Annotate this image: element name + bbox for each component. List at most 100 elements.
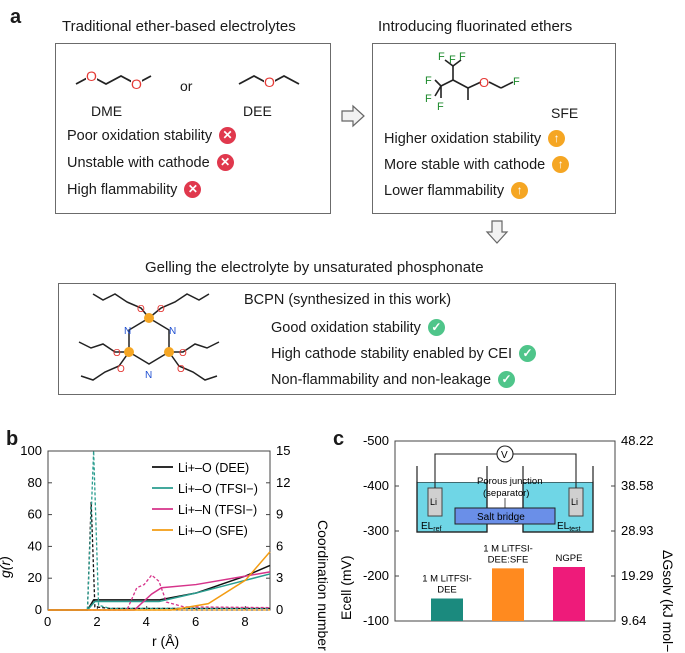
x-tick-label: 0	[44, 614, 51, 629]
svg-text:F: F	[449, 54, 456, 66]
dme-label: DME	[91, 103, 123, 119]
y-tick-label: -100	[363, 613, 389, 628]
right-heading: Introducing fluorinated ethers	[378, 18, 573, 35]
fluorinated-ethers-box: F F F F F F O F SFE Higher oxidation sta…	[372, 43, 616, 214]
y-tick-label: 80	[28, 475, 42, 490]
check-circle-icon: ✓	[498, 371, 516, 388]
y-tick-label: 100	[20, 443, 42, 458]
y-tick-label: 20	[28, 570, 42, 585]
y2-tick-label: 0	[276, 602, 283, 617]
up-arrow-circle-icon: ↑	[548, 130, 566, 147]
svg-text:N: N	[124, 326, 131, 337]
svg-text:O: O	[157, 304, 165, 315]
rdf-ylabel: g(r)	[0, 556, 13, 578]
up-arrow-circle-icon: ↑	[552, 156, 570, 173]
voltmeter-label: V	[501, 450, 508, 461]
svg-text:O: O	[179, 348, 187, 359]
y2-tick-label: 15	[276, 443, 290, 458]
x-tick-label: 6	[192, 614, 199, 629]
svg-text:F: F	[425, 75, 432, 87]
li-right-label: Li	[571, 497, 578, 507]
y2-tick-label: 6	[276, 538, 283, 553]
svg-text:F: F	[513, 76, 520, 88]
svg-text:N: N	[145, 370, 152, 381]
y2-tick-label: 9.64	[621, 613, 646, 628]
cell-schematic: V Li Li Porous junction (separator) Salt…	[416, 445, 594, 533]
right-item-1: Higher oxidation stability↑	[384, 130, 566, 147]
svg-text:O: O	[479, 75, 489, 90]
rdf-series-line	[48, 501, 270, 611]
bcpn-label: BCPN (synthesized in this work)	[244, 292, 452, 308]
bar	[492, 568, 524, 621]
x-tick-label: 8	[241, 614, 248, 629]
svg-text:F: F	[459, 52, 466, 63]
rdf-series-line	[48, 574, 271, 611]
down-arrow-icon	[485, 220, 509, 244]
legend-label: Li+–O (DEE)	[178, 461, 249, 475]
right-item-2: More stable with cathode↑	[384, 156, 570, 173]
or-label: or	[180, 78, 193, 94]
legend-label: Li+–O (TFSI−)	[178, 482, 258, 496]
left-item-2: Unstable with cathode✕	[67, 154, 234, 171]
panel-c-letter: c	[333, 428, 345, 450]
left-item-1: Poor oxidation stability✕	[67, 127, 237, 144]
panel-b-letter: b	[6, 428, 19, 450]
y2-tick-label: 19.29	[621, 568, 654, 583]
svg-text:F: F	[438, 52, 445, 63]
bottom-item-2: High cathode stability enabled by CEI✓	[271, 345, 537, 362]
panel-a-letter: a	[10, 6, 22, 28]
x-tick-label: 4	[143, 614, 150, 629]
el-ref-label: ELref	[421, 521, 441, 533]
bar-label: 1 M LiTFSI-DEE	[422, 574, 472, 596]
bar-label: 1 M LiTFSI-DEE:SFE	[483, 543, 533, 565]
bottom-heading: Gelling the electrolyte by unsaturated p…	[145, 259, 484, 276]
y2-tick-label: 3	[276, 570, 283, 585]
svg-text:O: O	[137, 304, 145, 315]
y-tick-label: 40	[28, 538, 42, 553]
bottom-item-3: Non-flammability and non-leakage✓	[271, 371, 516, 388]
sfe-structure-icon: F F F F F F O F	[425, 52, 520, 113]
y2-tick-label: 38.58	[621, 478, 654, 493]
cross-circle-icon: ✕	[219, 127, 237, 144]
bcpn-box: N N N O O O O O O BCPN (synthesized in t…	[58, 283, 616, 395]
dg-ylabel: ΔGsolv (kJ mol−1)	[660, 550, 676, 653]
svg-text:O: O	[177, 364, 185, 375]
bottom-item-1: Good oxidation stability✓	[271, 319, 445, 336]
check-circle-icon: ✓	[519, 345, 537, 362]
svg-text:O: O	[264, 74, 275, 90]
svg-text:O: O	[86, 68, 97, 84]
y-tick-label: -300	[363, 523, 389, 538]
porous-label: Porous junction	[477, 476, 542, 487]
svg-text:F: F	[437, 101, 444, 113]
rdf-xlabel: r (Å)	[152, 633, 179, 649]
svg-text:O: O	[113, 348, 121, 359]
rdf-y2label: Coordination number	[315, 520, 330, 651]
bar-label: NGPE	[556, 553, 583, 564]
legend-label: Li+–O (SFE)	[178, 524, 248, 538]
up-arrow-circle-icon: ↑	[511, 182, 529, 199]
cross-circle-icon: ✕	[216, 154, 234, 171]
traditional-ethers-box: O O DME or O DEE Poor oxidation stabilit…	[55, 43, 331, 214]
el-test-label: ELtest	[557, 521, 581, 533]
x-tick-label: 2	[93, 614, 100, 629]
dee-structure-icon: O	[238, 74, 300, 90]
cn-series-line	[48, 551, 271, 611]
svg-text:N: N	[169, 326, 176, 337]
bar	[431, 598, 463, 621]
cross-circle-icon: ✕	[184, 181, 202, 198]
y-tick-label: 60	[28, 507, 42, 522]
right-arrow-icon	[341, 104, 365, 128]
dme-structure-icon: O O	[75, 68, 152, 92]
right-item-3: Lower flammability↑	[384, 182, 529, 199]
left-heading: Traditional ether-based electrolytes	[62, 18, 296, 35]
svg-text:F: F	[425, 93, 432, 105]
left-item-3: High flammability✕	[67, 181, 202, 198]
y-tick-label: -500	[363, 433, 389, 448]
check-circle-icon: ✓	[427, 319, 445, 336]
voltmeter-icon	[496, 445, 514, 463]
y2-tick-label: 9	[276, 507, 283, 522]
salt-bridge-label: Salt bridge	[477, 512, 525, 523]
separator-label: (separator)	[483, 488, 529, 499]
